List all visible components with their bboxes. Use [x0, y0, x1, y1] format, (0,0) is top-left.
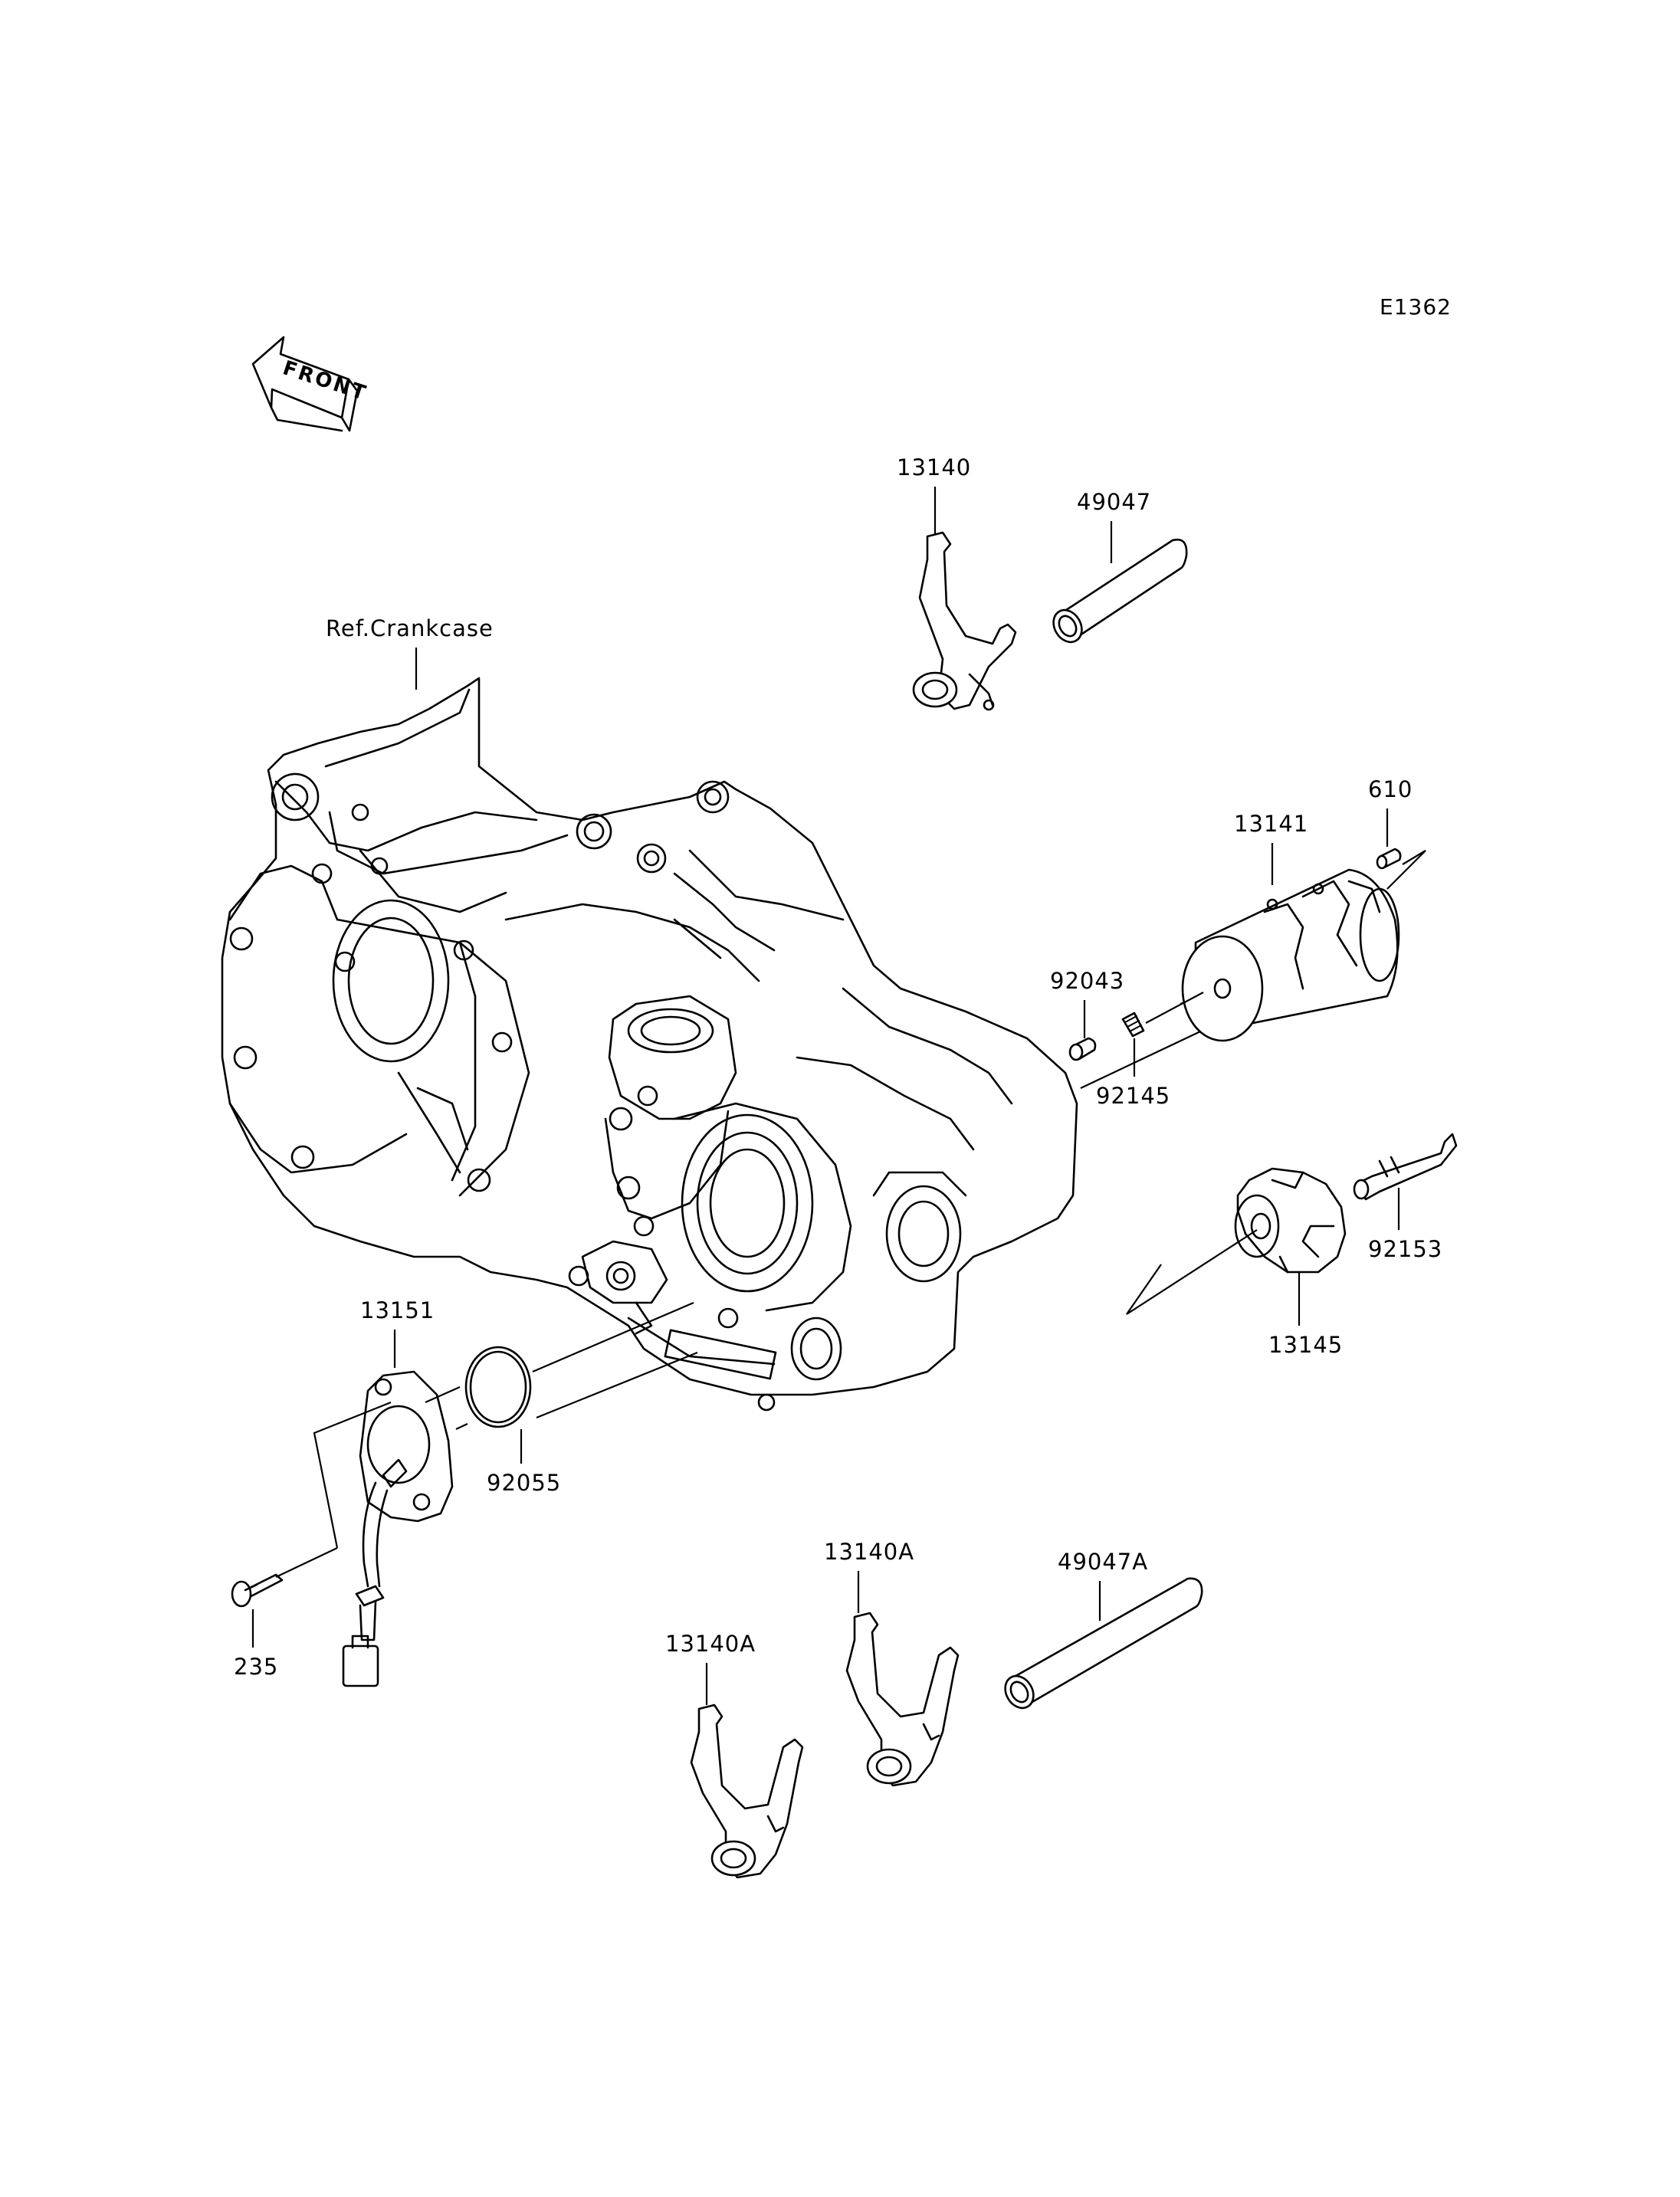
- shaft-49047A: [1004, 1577, 1203, 1710]
- front-arrow-icon: FRONT: [251, 336, 370, 432]
- shaft-49047: [1052, 538, 1188, 644]
- label-92055: 92055: [487, 1470, 561, 1496]
- label-49047: 49047: [1077, 489, 1151, 515]
- crankcase: [221, 677, 1078, 1412]
- spring-92145: [1121, 1012, 1145, 1038]
- shift-fork-13140: [912, 531, 1017, 711]
- label-92145: 92145: [1096, 1083, 1170, 1109]
- shift-fork-13140A-right: [845, 1612, 960, 1787]
- o-ring-92055: [464, 1346, 532, 1428]
- pin-610: [1376, 848, 1402, 870]
- label-235: 235: [234, 1654, 278, 1680]
- label-92043: 92043: [1050, 968, 1124, 994]
- ref-crankcase-label: Ref.Crankcase: [326, 615, 494, 641]
- label-610: 610: [1368, 776, 1413, 802]
- label-49047A: 49047A: [1058, 1549, 1148, 1575]
- label-13141: 13141: [1234, 811, 1308, 837]
- label-13140: 13140: [897, 454, 971, 480]
- shift-drum-cam-13145: [1234, 1167, 1347, 1274]
- label-92153: 92153: [1368, 1236, 1442, 1262]
- label-13145: 13145: [1268, 1332, 1343, 1358]
- diagram-code: E1362: [1380, 294, 1452, 320]
- dowel-pin-92043: [1068, 1037, 1097, 1061]
- label-13140A-left: 13140A: [665, 1631, 756, 1657]
- shift-fork-13140A-left: [690, 1703, 804, 1879]
- label-13151: 13151: [360, 1297, 435, 1323]
- shift-drum-13141: [1181, 868, 1400, 1042]
- bolt-92153: [1353, 1133, 1458, 1201]
- screw-235: [231, 1573, 284, 1608]
- label-13140A-right: 13140A: [824, 1539, 914, 1565]
- gear-position-switch-13151: [342, 1370, 454, 1687]
